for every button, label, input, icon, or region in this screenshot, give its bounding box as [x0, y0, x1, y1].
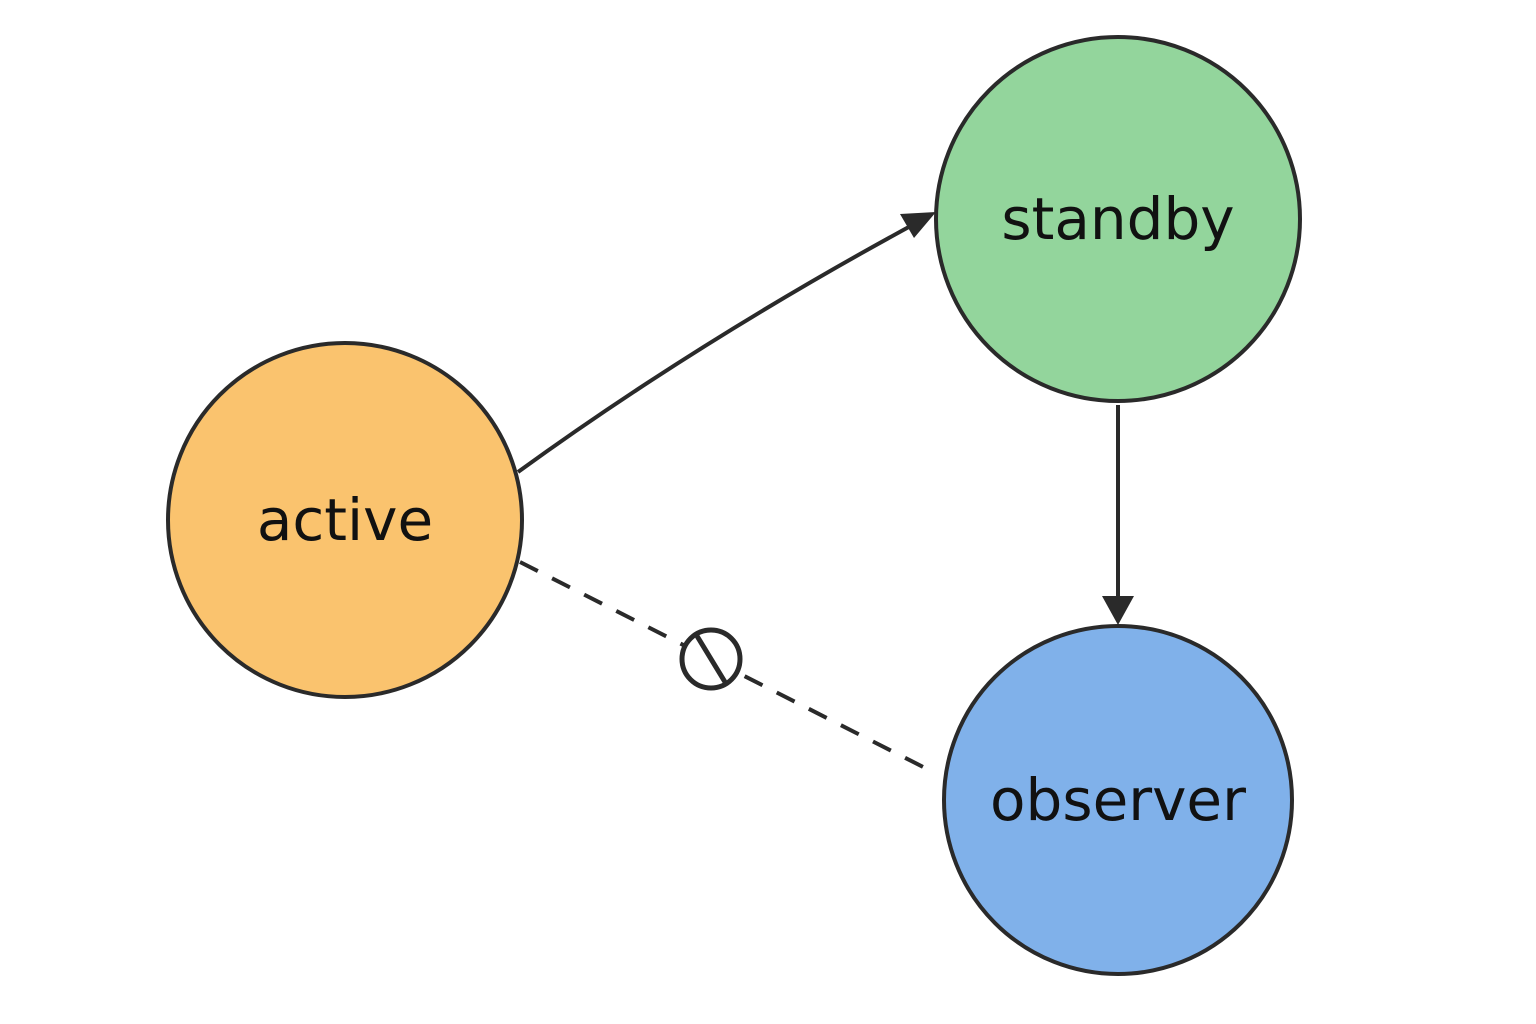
arrowhead-icon — [1102, 596, 1134, 625]
node-observer-label: observer — [990, 766, 1246, 834]
node-standby-label: standby — [1001, 185, 1234, 253]
node-active-label: active — [257, 486, 433, 554]
node-active: active — [166, 341, 524, 699]
edge-active-to-standby-line — [516, 220, 919, 474]
edge-active-to-standby — [516, 212, 936, 474]
edge-standby-to-observer — [1102, 405, 1134, 625]
node-standby: standby — [934, 35, 1302, 403]
node-standby-circle — [934, 35, 1302, 403]
node-observer: observer — [942, 624, 1294, 976]
prohibited-icon — [679, 627, 743, 691]
node-active-circle — [166, 341, 524, 699]
edge-active-to-observer — [519, 560, 936, 775]
arrowhead-icon — [900, 212, 936, 238]
node-observer-circle — [942, 624, 1294, 976]
